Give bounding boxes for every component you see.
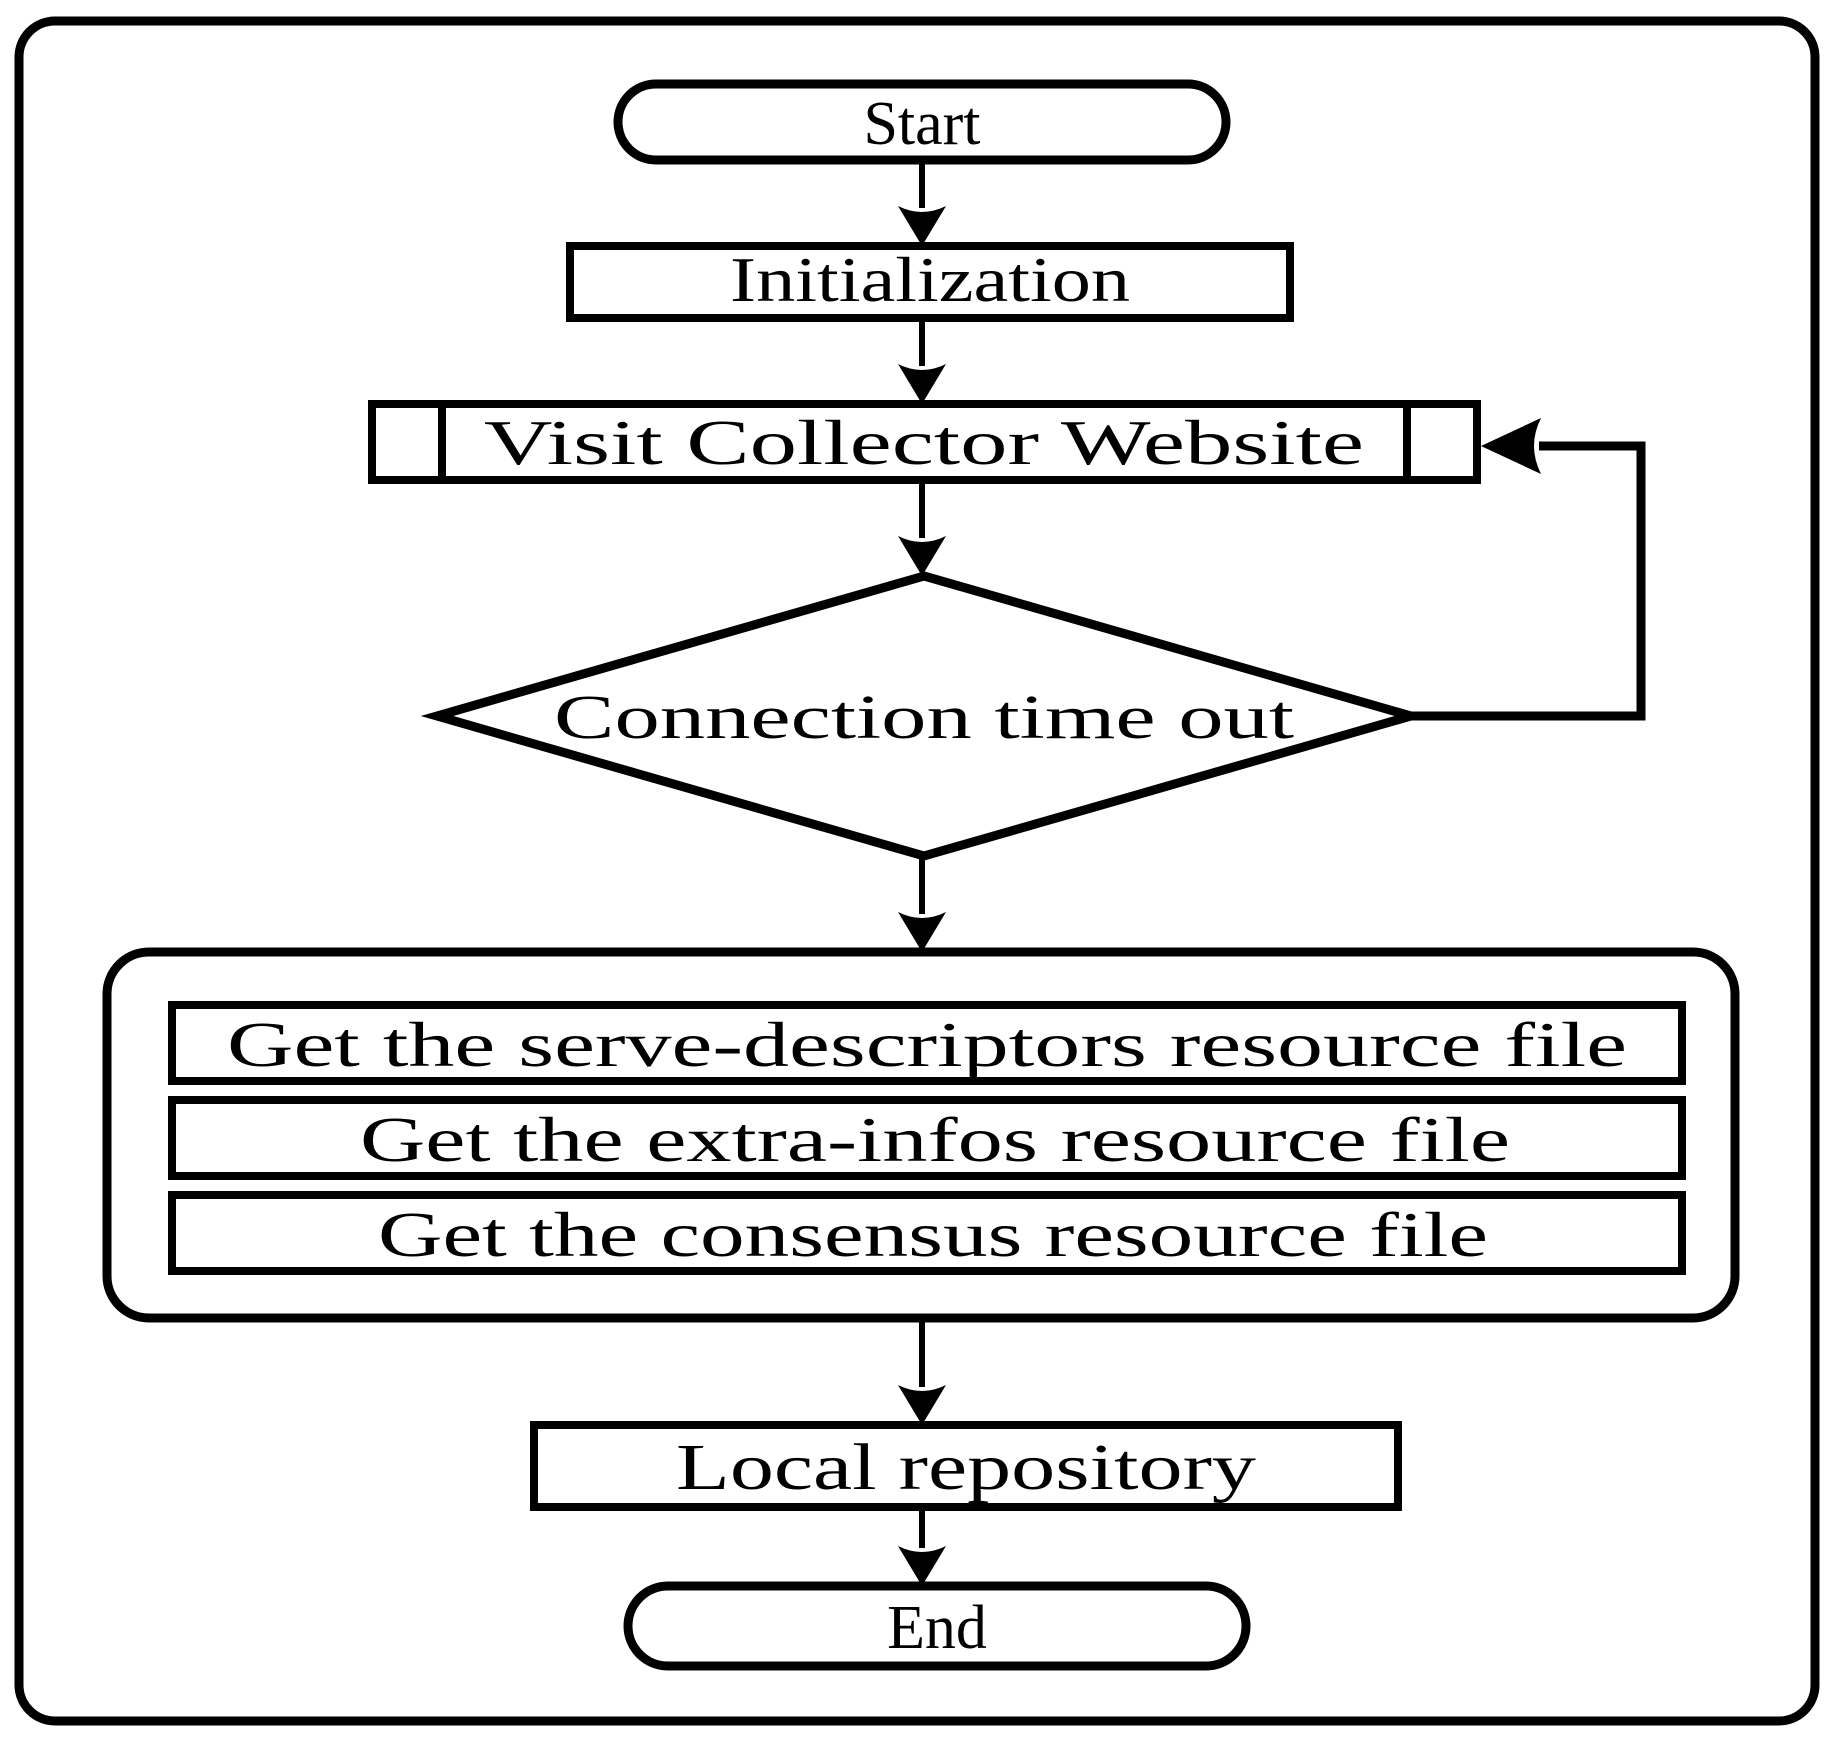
arrowhead-down-icon (898, 912, 946, 952)
node-get-consensus: Get the consensus resource file (168, 1191, 1686, 1275)
get-extra-infos-shape (168, 1096, 1686, 1180)
arrowhead-down-icon (898, 364, 946, 404)
arrowhead-down-icon (898, 1546, 946, 1586)
node-local-repository: Local repository (530, 1421, 1402, 1511)
arrowhead-down-icon (898, 1385, 946, 1425)
start-label: Start (863, 90, 980, 158)
arrowhead-left-icon (1481, 418, 1541, 474)
get-serve-descriptors-shape (168, 1001, 1686, 1085)
flow-arrow-retry-loop (1411, 418, 1646, 721)
initialization-label: Initialization (730, 244, 1130, 315)
get-consensus-label: Get the consensus resource file (378, 1199, 1488, 1270)
flow-arrow-decision-to-group (898, 856, 946, 952)
node-connection-time-out: Connection time out (420, 571, 1428, 861)
node-start: Start (613, 79, 1231, 165)
node-get-extra-infos: Get the extra-infos resource file (168, 1096, 1686, 1180)
end-label: End (887, 1594, 987, 1662)
end-terminator-shape (623, 1581, 1251, 1671)
flow-arrow-start-to-initialization (898, 160, 946, 246)
local-repository-label: Local repository (676, 1431, 1256, 1504)
initialization-process-shape (566, 242, 1294, 322)
arrowhead-down-icon (898, 206, 946, 246)
flow-arrow-initialization-to-visit (898, 318, 946, 404)
get-consensus-shape (168, 1191, 1686, 1275)
flow-arrow-visit-to-decision (898, 480, 946, 576)
visit-collector-website-label: Visit Collector Website (484, 407, 1364, 478)
node-visit-collector-website: Visit Collector Website (368, 400, 1481, 484)
node-initialization: Initialization (566, 242, 1294, 322)
local-repository-shape (530, 1421, 1402, 1511)
connection-time-out-label: Connection time out (554, 684, 1294, 752)
node-end: End (623, 1581, 1251, 1671)
get-serve-descriptors-label: Get the serve-descriptors resource file (227, 1009, 1627, 1080)
get-extra-infos-label: Get the extra-infos resource file (360, 1104, 1510, 1175)
flow-arrow-group-to-local (898, 1318, 946, 1425)
node-get-serve-descriptors: Get the serve-descriptors resource file (168, 1001, 1686, 1085)
flow-arrow-local-to-end (898, 1507, 946, 1586)
retry-loop-line (1411, 441, 1646, 721)
resource-files-group: Get the serve-descriptors resource file … (102, 947, 1740, 1323)
arrowhead-down-icon (898, 536, 946, 576)
